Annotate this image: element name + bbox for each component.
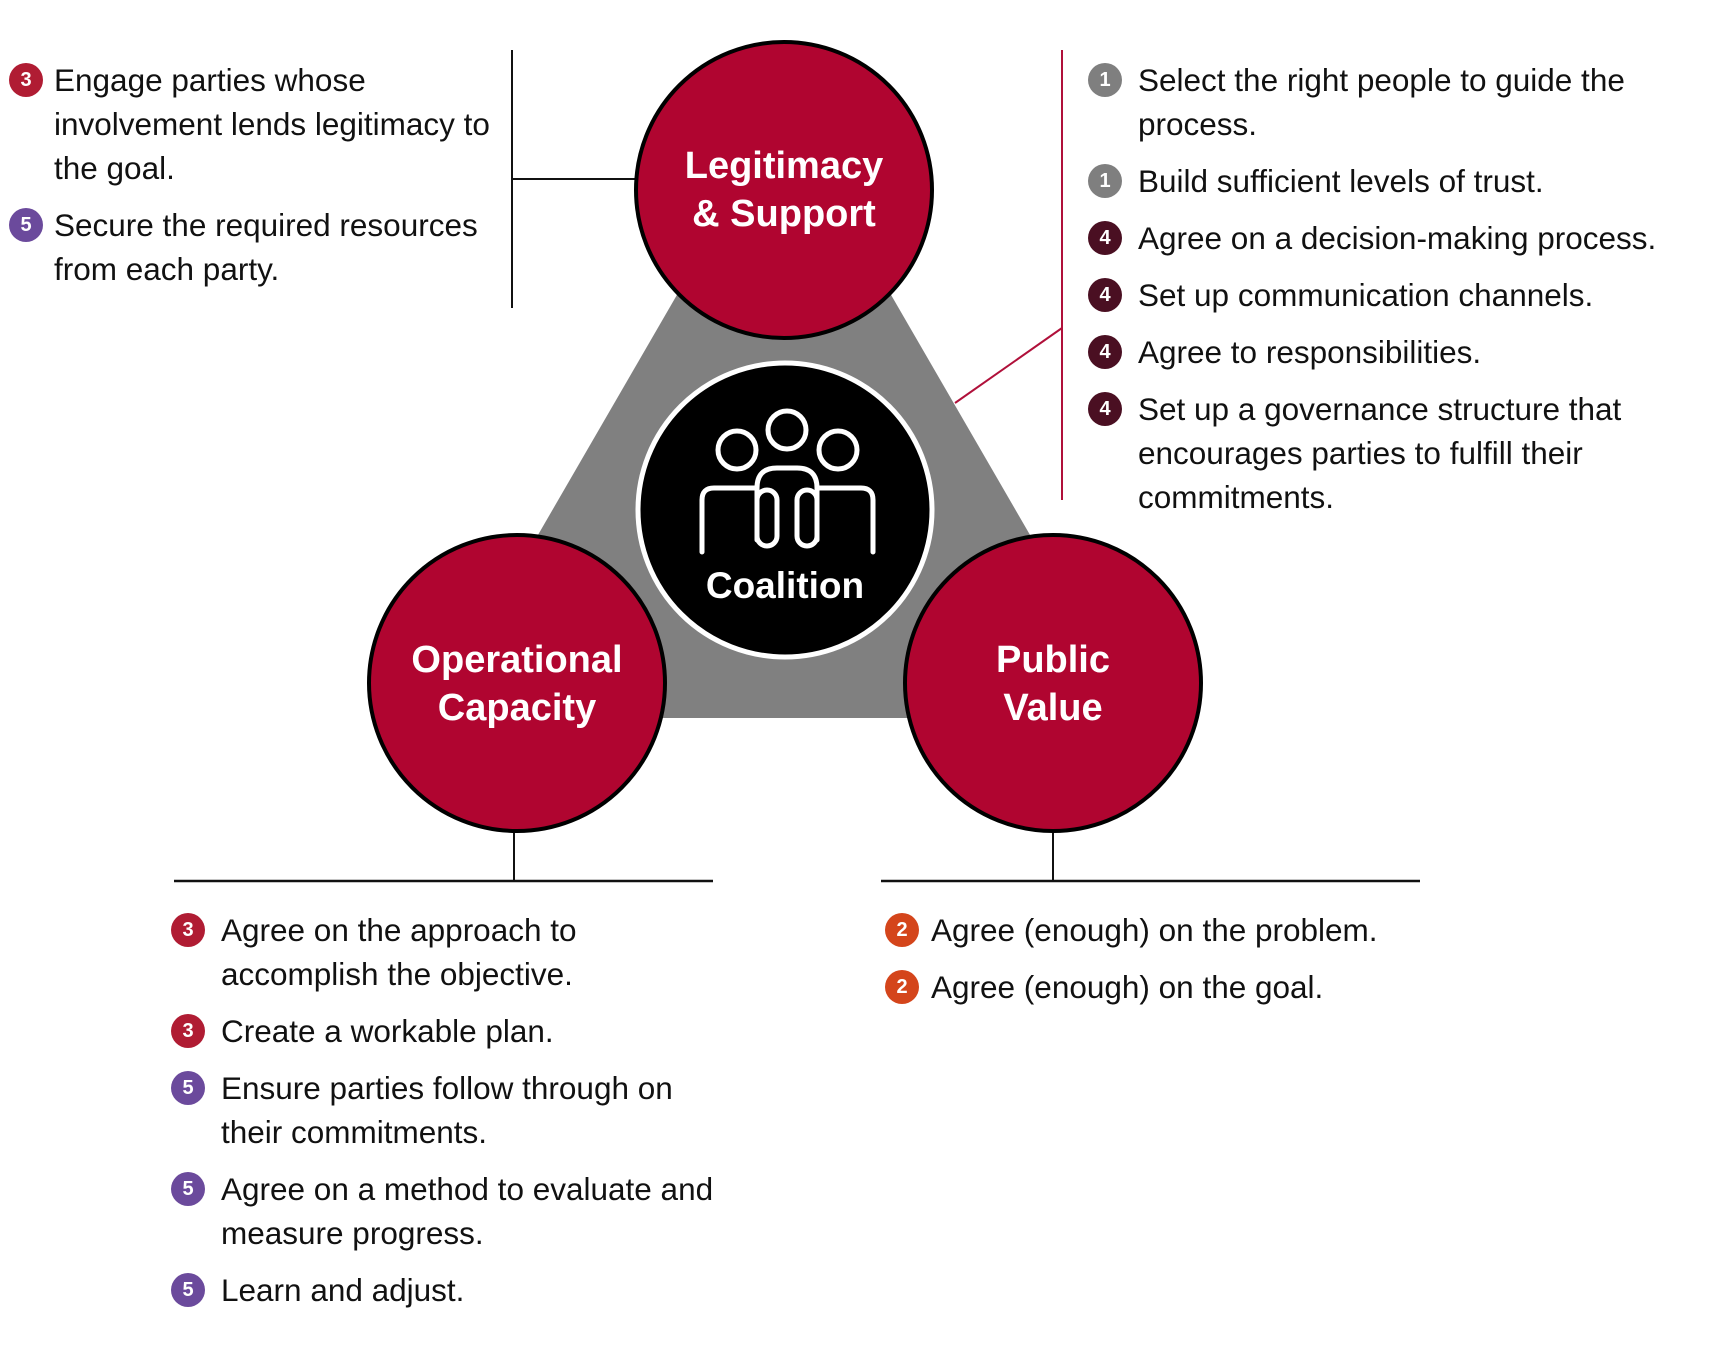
step-badge-icon: 1 bbox=[1088, 164, 1122, 198]
list-item: 1 Build sufficient levels of trust. bbox=[1088, 159, 1726, 203]
list-item: 5 Secure the required resources from each… bbox=[9, 203, 494, 291]
list-item-text: Build sufficient levels of trust. bbox=[1138, 163, 1544, 199]
list-item: 4 Set up a governance structure that enco… bbox=[1088, 387, 1726, 519]
list-item: 5 Agree on a method to evaluate and measu… bbox=[171, 1167, 721, 1255]
legitimacy-list: 3 Engage parties whose involvement lends … bbox=[9, 58, 494, 304]
list-item-text: Agree on a decision-making process. bbox=[1138, 220, 1657, 256]
step-badge-icon: 3 bbox=[171, 913, 205, 947]
list-item-text: Agree on the approach to accomplish the … bbox=[221, 912, 577, 992]
list-item: 4 Agree to responsibilities. bbox=[1088, 330, 1726, 374]
public-value-label-line1: Public bbox=[995, 639, 1111, 681]
step-badge-icon: 4 bbox=[1088, 221, 1122, 255]
step-badge-icon: 2 bbox=[885, 913, 919, 947]
step-badge-icon: 5 bbox=[171, 1172, 205, 1206]
list-item: 5 Learn and adjust. bbox=[171, 1268, 721, 1312]
list-item-text: Learn and adjust. bbox=[221, 1272, 465, 1308]
list-item-text: Agree to responsibilities. bbox=[1138, 334, 1482, 370]
public-value-circle bbox=[903, 533, 1203, 833]
list-item-text: Engage parties whose involvement lends l… bbox=[54, 62, 490, 186]
step-badge-icon: 4 bbox=[1088, 278, 1122, 312]
list-item: 2 Agree (enough) on the problem. bbox=[885, 908, 1491, 952]
operational-label-line2: Capacity bbox=[437, 687, 597, 729]
public-value-label-line2: Value bbox=[1003, 687, 1103, 729]
operational-list: 3 Agree on the approach to accomplish the… bbox=[171, 908, 721, 1325]
step-badge-icon: 1 bbox=[1088, 63, 1122, 97]
list-item: 4 Agree on a decision-making process. bbox=[1088, 216, 1726, 260]
people-group-icon bbox=[699, 408, 876, 555]
list-item-text: Agree (enough) on the goal. bbox=[931, 969, 1324, 1005]
operational-label-line1: Operational bbox=[411, 639, 623, 681]
step-badge-icon: 4 bbox=[1088, 392, 1122, 426]
legitimacy-label: Legitimacy & Support bbox=[634, 142, 934, 238]
list-item-text: Create a workable plan. bbox=[221, 1013, 554, 1049]
step-badge-icon: 5 bbox=[171, 1273, 205, 1307]
coalition-connector bbox=[954, 327, 1063, 404]
list-item-text: Set up communication channels. bbox=[1138, 277, 1594, 313]
step-badge-icon: 3 bbox=[171, 1014, 205, 1048]
coalition-label: Coalition bbox=[705, 565, 865, 606]
list-item: 3 Create a workable plan. bbox=[171, 1009, 721, 1053]
step-badge-icon: 5 bbox=[171, 1071, 205, 1105]
step-badge-icon: 2 bbox=[885, 970, 919, 1004]
list-item-text: Set up a governance structure that encou… bbox=[1138, 391, 1622, 515]
public-value-label: Public Value bbox=[903, 636, 1203, 732]
operational-circle bbox=[367, 533, 667, 833]
list-item-text: Agree on a method to evaluate and measur… bbox=[221, 1171, 714, 1251]
list-item-text: Ensure parties follow through on their c… bbox=[221, 1070, 673, 1150]
list-item: 1 Select the right people to guide the pr… bbox=[1088, 58, 1726, 146]
list-item-text: Select the right people to guide the pro… bbox=[1138, 62, 1625, 142]
coalition-list: 1 Select the right people to guide the pr… bbox=[1088, 58, 1726, 532]
step-badge-icon: 3 bbox=[9, 63, 43, 97]
list-item: 5 Ensure parties follow through on their … bbox=[171, 1066, 721, 1154]
list-item-text: Agree (enough) on the problem. bbox=[931, 912, 1378, 948]
list-item: 2 Agree (enough) on the goal. bbox=[885, 965, 1491, 1009]
list-item: 3 Engage parties whose involvement lends … bbox=[9, 58, 494, 190]
list-item: 3 Agree on the approach to accomplish the… bbox=[171, 908, 721, 996]
legitimacy-circle bbox=[634, 40, 934, 340]
step-badge-icon: 5 bbox=[9, 208, 43, 242]
legitimacy-label-line2: & Support bbox=[692, 193, 876, 235]
legitimacy-label-line1: Legitimacy bbox=[684, 145, 884, 187]
list-item-text: Secure the required resources from each … bbox=[54, 207, 478, 287]
operational-label: Operational Capacity bbox=[367, 636, 667, 732]
list-item: 4 Set up communication channels. bbox=[1088, 273, 1726, 317]
coalition-circle bbox=[635, 360, 935, 660]
step-badge-icon: 4 bbox=[1088, 335, 1122, 369]
